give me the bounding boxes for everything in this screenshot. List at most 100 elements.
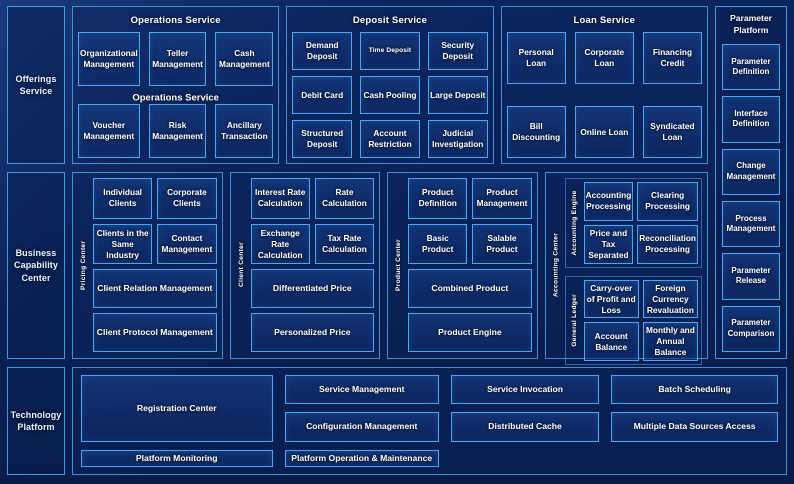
side-label-general-ledger: General Ledger: [570, 294, 578, 347]
cell-security-deposit[interactable]: Security Deposit: [427, 32, 488, 70]
cell-monthly-and-annual-balance[interactable]: Monthly and Annual Balance: [642, 322, 698, 362]
cell-time-deposit[interactable]: Time Deposit: [360, 32, 420, 70]
cell-voucher-management[interactable]: Voucher Management: [78, 104, 140, 158]
sidebar-item-parameter-release[interactable]: Parameter Release: [722, 253, 780, 300]
client-center-stack: Interest Rate Calculation Rate Calculati…: [250, 178, 375, 352]
cell-structured-deposit[interactable]: Structured Deposit: [292, 120, 353, 158]
sidebar-title-parameter-platform: Parameter Platform: [729, 13, 773, 36]
cell-combined-product[interactable]: Combined Product: [408, 269, 532, 309]
panel-operations-service[interactable]: Operations Service Organizational Manage…: [72, 6, 280, 164]
cell-batch-scheduling[interactable]: Batch Scheduling: [611, 375, 778, 405]
cell-syndicated-loan[interactable]: Syndicated Loan: [642, 106, 702, 158]
cell-product-engine[interactable]: Product Engine: [408, 313, 532, 352]
cell-reconciliation-processing[interactable]: Reconciliation Processing: [637, 224, 698, 264]
loan-service-grid: Personal Loan Corporate Loan Financing C…: [506, 32, 702, 158]
cell-account-restriction[interactable]: Account Restriction: [360, 120, 420, 158]
cell-platform-operation-and-maintenance[interactable]: Platform Operation & Maintenance: [284, 449, 439, 467]
group-general-ledger: General Ledger Carry-over of Profit and …: [564, 275, 702, 366]
client-center-pair-1: Interest Rate Calculation Rate Calculati…: [250, 178, 375, 219]
cell-exchange-rate-calculation[interactable]: Exchange Rate Calculation: [250, 223, 310, 265]
panel-technology-platform[interactable]: Registration Center Service Management S…: [72, 367, 787, 475]
panel-loan-service[interactable]: Loan Service Personal Loan Corporate Loa…: [500, 6, 708, 164]
cell-corporate-clients[interactable]: Corporate Clients: [157, 178, 217, 219]
cell-risk-management[interactable]: Risk Management: [148, 104, 207, 158]
cell-accounting-processing[interactable]: Accounting Processing: [583, 182, 634, 221]
cell-clients-in-the-same-industry[interactable]: Clients in the Same Industry: [93, 223, 153, 265]
cell-interest-rate-calculation[interactable]: Interest Rate Calculation: [250, 178, 310, 219]
cell-personalized-price[interactable]: Personalized Price: [250, 313, 375, 352]
cell-product-management[interactable]: Product Management: [472, 178, 532, 219]
pricing-center-full-2: Client Protocol Management: [93, 313, 217, 352]
row-technology-platform: Technology Platform Registration Center …: [7, 367, 787, 475]
cell-configuration-management[interactable]: Configuration Management: [284, 412, 439, 442]
accounting-center-groups: Accounting Engine Accounting Processing …: [564, 178, 702, 366]
deposit-service-grid: Demand Deposit Time Deposit Security Dep…: [292, 32, 488, 158]
panel-title-operations-service: Operations Service: [130, 15, 221, 26]
sidebar-item-process-management[interactable]: Process Management: [722, 200, 780, 248]
cell-distributed-cache[interactable]: Distributed Cache: [450, 412, 600, 442]
sidebar-item-parameter-comparison[interactable]: Parameter Comparison: [722, 305, 780, 352]
pricing-center-stack: Individual Clients Corporate Clients Cli…: [93, 178, 217, 352]
cell-multiple-data-sources-access[interactable]: Multiple Data Sources Access: [611, 412, 778, 442]
side-label-client-center: Client Center: [237, 242, 245, 288]
cell-client-relation-management[interactable]: Client Relation Management: [93, 269, 217, 309]
cell-debit-card[interactable]: Debit Card: [292, 76, 353, 114]
client-center-full-2: Personalized Price: [250, 313, 375, 352]
cell-price-and-tax-separated[interactable]: Price and Tax Separated: [583, 224, 634, 264]
row-label-business-capability-center: Business Capability Center: [7, 172, 65, 359]
cell-salable-product[interactable]: Salable Product: [472, 223, 532, 265]
cell-tax-rate-calculation[interactable]: Tax Rate Calculation: [314, 223, 375, 265]
product-center-pair-2: Basic Product Salable Product: [408, 223, 532, 265]
group-accounting-engine: Accounting Engine Accounting Processing …: [564, 178, 702, 268]
panel-pricing-center[interactable]: Pricing Center Individual Clients Corpor…: [72, 172, 223, 359]
cell-cash-pooling[interactable]: Cash Pooling: [360, 76, 420, 114]
cell-clearing-processing[interactable]: Clearing Processing: [637, 182, 698, 221]
sidebar-item-change-management[interactable]: Change Management: [722, 148, 780, 195]
cell-client-protocol-management[interactable]: Client Protocol Management: [93, 313, 217, 352]
pricing-center-pair-1: Individual Clients Corporate Clients: [93, 178, 217, 219]
cell-personal-loan[interactable]: Personal Loan: [506, 32, 566, 84]
panel-client-center[interactable]: Client Center Interest Rate Calculation …: [229, 172, 381, 359]
cell-teller-management[interactable]: Teller Management: [148, 32, 207, 86]
cell-individual-clients[interactable]: Individual Clients: [93, 178, 153, 219]
cell-foreign-currency-revaluation[interactable]: Foreign Currency Revaluation: [642, 279, 698, 319]
product-center-full-1: Combined Product: [408, 269, 532, 309]
sidebar-item-parameter-definition[interactable]: Parameter Definition: [722, 43, 780, 91]
panel-accounting-center[interactable]: Accounting Center Accounting Engine Acco…: [544, 172, 708, 366]
side-label-pricing-center: Pricing Center: [80, 240, 87, 290]
panel-deposit-service[interactable]: Deposit Service Demand Deposit Time Depo…: [286, 6, 494, 164]
cell-differentiated-price[interactable]: Differentiated Price: [250, 269, 375, 309]
cell-service-management[interactable]: Service Management: [284, 375, 439, 405]
cell-registration-center[interactable]: Registration Center: [81, 375, 273, 442]
cell-demand-deposit[interactable]: Demand Deposit: [292, 32, 353, 70]
row-label-technology-platform: Technology Platform: [7, 367, 65, 475]
cell-basic-product[interactable]: Basic Product: [408, 223, 468, 265]
cell-service-invocation[interactable]: Service Invocation: [450, 375, 600, 405]
sidebar-parameter-platform[interactable]: Parameter Platform Parameter Definition …: [715, 6, 787, 359]
cell-platform-monitoring[interactable]: Platform Monitoring: [81, 449, 273, 467]
client-center-full-1: Differentiated Price: [250, 269, 375, 309]
pricing-center-full-1: Client Relation Management: [93, 269, 217, 309]
row-business-capability-center: Business Capability Center Pricing Cente…: [7, 172, 787, 366]
cell-contact-management[interactable]: Contact Management: [157, 223, 217, 265]
cell-judicial-investigation[interactable]: Judicial Investigation: [427, 120, 488, 158]
cell-corporate-loan[interactable]: Corporate Loan: [574, 32, 634, 84]
cell-product-definition[interactable]: Product Definition: [408, 178, 468, 219]
panel-title-loan-service: Loan Service: [573, 15, 636, 26]
cell-cash-management[interactable]: Cash Management: [215, 32, 274, 86]
cell-online-loan[interactable]: Online Loan: [574, 106, 634, 158]
sidebar-item-interface-definition[interactable]: Interface Definition: [722, 96, 780, 143]
pricing-center-pair-2: Clients in the Same Industry Contact Man…: [93, 223, 217, 265]
cell-bill-discounting[interactable]: Bill Discounting: [506, 106, 566, 158]
cell-rate-calculation[interactable]: Rate Calculation: [314, 178, 375, 219]
cell-organizational-management[interactable]: Organizational Management: [78, 32, 140, 86]
row-label-offerings-service: Offerings Service: [7, 6, 65, 164]
cell-ancillary-transaction[interactable]: Ancillary Transaction: [215, 104, 274, 158]
cell-account-balance[interactable]: Account Balance: [583, 322, 639, 362]
panel-product-center[interactable]: Product Center Product Definition Produc…: [387, 172, 538, 359]
accounting-engine-grid: Accounting Processing Clearing Processin…: [583, 182, 698, 264]
cell-carry-over-of-profit-and-loss[interactable]: Carry-over of Profit and Loss: [583, 279, 639, 319]
cell-large-deposit[interactable]: Large Deposit: [427, 76, 488, 114]
cell-financing-credit[interactable]: Financing Credit: [642, 32, 702, 84]
